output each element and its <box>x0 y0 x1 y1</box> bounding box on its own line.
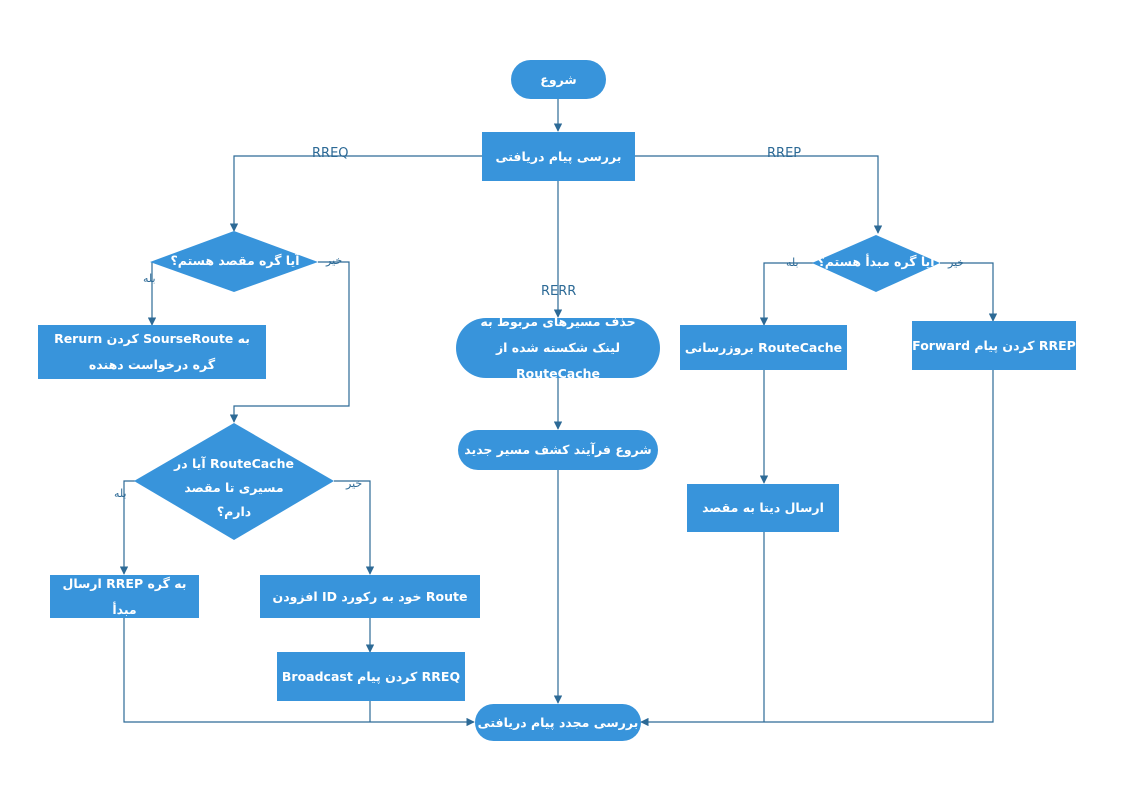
node-recheck-message[interactable]: بررسی مجدد پیام دریافتی <box>475 704 641 741</box>
decision-have-route-label: آیا در RouteCache مسیری تا مقصد دارم؟ <box>174 456 294 519</box>
decision-is-source[interactable] <box>812 235 940 292</box>
edge-label-rerr: RERR <box>541 284 577 299</box>
edge-rrep <box>634 155 883 234</box>
node-start-new-discovery[interactable]: شروع فرآیند کشف مسیر جدید <box>458 430 658 470</box>
edge-source-yes <box>759 262 818 326</box>
edge-dest-no <box>229 261 350 423</box>
node-add-id-to-route[interactable]: افزودن ID خود به رکورد Route <box>260 575 480 618</box>
edge-label-cache-yes: بله <box>114 487 127 500</box>
edge-label-rrep: RREP <box>767 146 802 161</box>
node-send-rrep-to-source[interactable]: ارسال RREP به گره مبدأ <box>50 575 199 618</box>
edge-label-source-no: خیر <box>948 256 965 269</box>
edge-label-cache-no: خیر <box>346 477 363 490</box>
node-return-source-route[interactable]: Rerurn کردن SourseRoute به گره درخواست د… <box>38 325 266 379</box>
decision-is-destination[interactable] <box>150 231 318 292</box>
edge-label-dest-no: خیر <box>326 254 343 267</box>
edge-label-source-yes: بله <box>786 256 799 269</box>
node-delete-broken-paths[interactable]: حذف مسیرهای مربوط به لینک شکسته شده از R… <box>456 314 660 381</box>
edge-label-rreq: RREQ <box>312 146 349 161</box>
node-check-message[interactable]: بررسی پیام دریافتی <box>482 132 635 181</box>
node-forward-rrep[interactable]: Forward کردن پیام RREP <box>912 321 1076 370</box>
edge-sendrrep-to-recheck <box>123 617 475 727</box>
decision-is-source-label: آیا گره مبدأ هستم؟ <box>817 254 935 269</box>
edge-label-dest-yes: بله <box>143 272 156 285</box>
node-update-route-cache[interactable]: بروزرسانی RouteCache <box>680 325 847 370</box>
edge-cache-no <box>334 480 375 575</box>
node-broadcast-rreq[interactable]: Broadcast کردن پیام RREQ <box>277 652 465 701</box>
edge-rreq <box>229 155 482 232</box>
node-start[interactable]: شروع <box>511 60 606 99</box>
edge-forward-to-recheck <box>640 370 994 727</box>
decision-have-route[interactable] <box>134 423 334 540</box>
edge-cache-yes <box>119 480 135 575</box>
node-send-data-to-destination[interactable]: ارسال دیتا به مقصد <box>687 484 839 532</box>
decision-is-destination-label: آیا گره مقصد هستم؟ <box>170 253 300 268</box>
edge-source-no <box>940 262 998 322</box>
